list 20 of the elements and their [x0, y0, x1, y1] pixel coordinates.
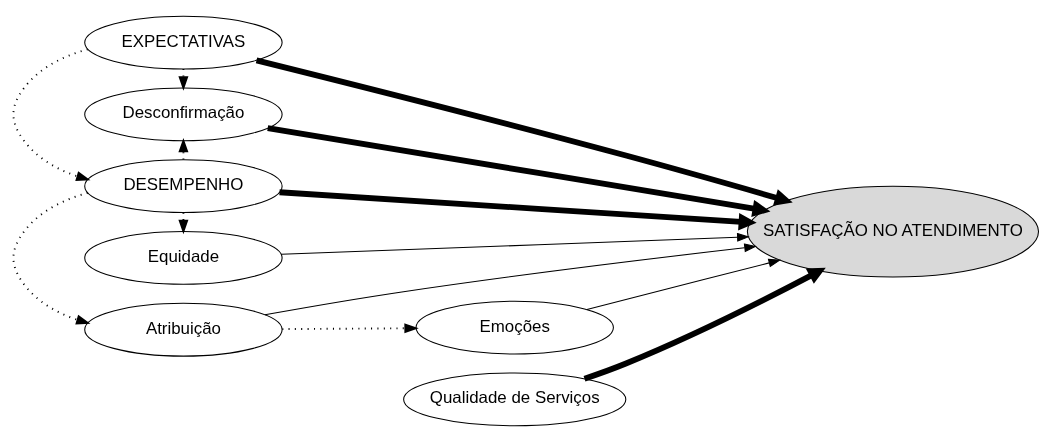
node-ellipse: Equidade: [84, 230, 283, 285]
arrow: [178, 137, 189, 160]
arrow: [586, 258, 782, 310]
arrow: [267, 124, 771, 217]
node-ellipse: DESEMPENHO: [84, 158, 283, 213]
arrow: [264, 242, 757, 315]
arrow: [583, 267, 826, 381]
node-ellipse: Desconfirmação: [84, 86, 283, 141]
arrow: [255, 57, 793, 206]
arrow: [178, 211, 189, 234]
node-ellipse: Emoções: [415, 300, 614, 355]
node-ellipse: EXPECTATIVAS: [84, 15, 283, 70]
arrow: [12, 191, 91, 324]
node-ellipse: Atribuição: [84, 302, 283, 357]
arrow: [178, 67, 189, 91]
arrow: [279, 188, 757, 230]
arrow: [12, 47, 91, 181]
arrow: [281, 322, 419, 333]
node-ellipse: Qualidade de Serviços: [403, 371, 627, 426]
arrow: [280, 232, 750, 255]
